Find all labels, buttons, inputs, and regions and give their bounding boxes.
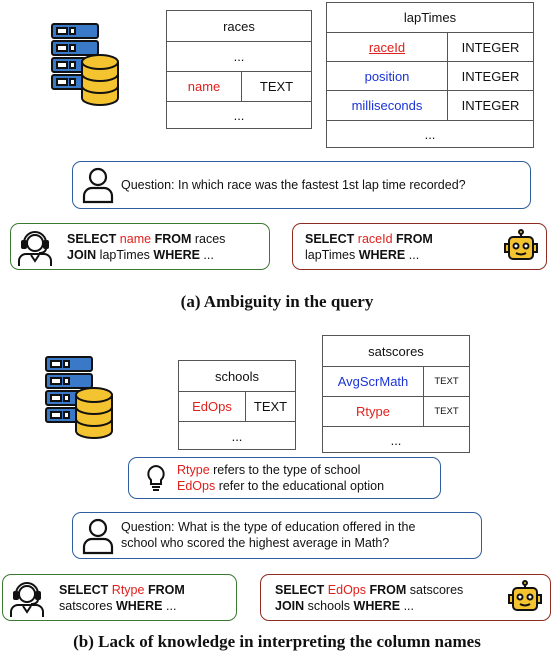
headset-agent-icon xyxy=(18,231,52,266)
human-sql-text: SELECT Rtype FROM satscores WHERE ... xyxy=(59,583,185,613)
bot-sql-text: SELECT EdOps FROM satscores JOIN schools… xyxy=(275,583,464,613)
database-server-icon xyxy=(45,356,113,439)
schools-table-ellipsis: ... xyxy=(179,421,295,450)
satscores-table-row: Rtype TEXT xyxy=(323,396,469,426)
hint-text: Rtype refers to the type of school EdOps… xyxy=(177,463,385,493)
laptimes-milliseconds-type: INTEGER xyxy=(447,91,533,120)
laptimes-table-row: position INTEGER xyxy=(327,61,533,90)
hint-bubble: Rtype refers to the type of school EdOps… xyxy=(128,457,441,499)
satscores-table-row: AvgScrMath TEXT xyxy=(323,366,469,396)
races-table-ellipsis: ... xyxy=(167,101,311,129)
races-table-header: races xyxy=(223,18,255,34)
schools-table-row: EdOps TEXT xyxy=(179,391,295,421)
satscores-avgscrmath-type: TEXT xyxy=(423,367,469,396)
robot-icon xyxy=(508,580,542,611)
schools-edops-type: TEXT xyxy=(245,392,295,421)
laptimes-table-row: raceId INTEGER xyxy=(327,32,533,61)
satscores-table-header: satscores xyxy=(368,343,424,359)
question-bubble: Question: In which race was the fastest … xyxy=(72,161,531,209)
satscores-table-ellipsis: ... xyxy=(323,426,469,453)
bot-sql-bubble: SELECT EdOps FROM satscores JOIN schools… xyxy=(260,574,551,621)
bot-sql-bubble: SELECT raceId FROM lapTimes WHERE ... xyxy=(292,223,547,270)
races-name-type: TEXT xyxy=(241,72,311,101)
satscores-table: satscores AvgScrMath TEXT Rtype TEXT ... xyxy=(322,335,470,453)
question-text: Question: What is the type of education … xyxy=(121,520,416,550)
races-table-row: name TEXT xyxy=(167,71,311,101)
laptimes-position-column: position xyxy=(364,68,410,84)
laptimes-table-row: milliseconds INTEGER xyxy=(327,90,533,120)
schools-table-header: schools xyxy=(214,368,260,384)
person-icon xyxy=(82,518,114,555)
human-sql-bubble: SELECT name FROM races JOIN lapTimes WHE… xyxy=(10,223,270,270)
races-name-column: name xyxy=(187,79,221,94)
races-table-ellipsis: ... xyxy=(167,41,311,71)
question-bubble: Question: What is the type of education … xyxy=(72,512,482,559)
human-sql-bubble: SELECT Rtype FROM satscores WHERE ... xyxy=(2,574,237,621)
lightbulb-icon xyxy=(147,464,165,491)
database-server-icon xyxy=(51,23,119,106)
human-sql-text: SELECT name FROM races JOIN lapTimes WHE… xyxy=(67,232,226,262)
satscores-rtype-type: TEXT xyxy=(423,397,469,426)
satscores-rtype-column: Rtype xyxy=(356,404,390,419)
laptimes-table: lapTimes raceId INTEGER position INTEGER… xyxy=(326,2,534,148)
satscores-avgscrmath-column: AvgScrMath xyxy=(337,374,409,389)
robot-icon xyxy=(504,229,538,260)
laptimes-table-ellipsis: ... xyxy=(327,120,533,148)
caption-a: (a) Ambiguity in the query xyxy=(180,292,374,311)
question-text: Question: In which race was the fastest … xyxy=(121,178,466,192)
bot-sql-text: SELECT raceId FROM lapTimes WHERE ... xyxy=(305,232,433,262)
laptimes-table-header: lapTimes xyxy=(403,10,457,25)
schools-edops-column: EdOps xyxy=(192,399,232,414)
laptimes-raceid-column: raceId xyxy=(368,39,406,55)
schools-table: schools EdOps TEXT ... xyxy=(178,360,296,450)
laptimes-position-type: INTEGER xyxy=(447,62,533,90)
races-table: races ... name TEXT ... xyxy=(166,10,312,129)
caption-b: (b) Lack of knowledge in interpreting th… xyxy=(73,632,481,651)
laptimes-raceid-type: INTEGER xyxy=(447,33,533,61)
laptimes-milliseconds-column: milliseconds xyxy=(351,98,423,113)
person-icon xyxy=(82,167,114,204)
headset-agent-icon xyxy=(10,582,44,617)
